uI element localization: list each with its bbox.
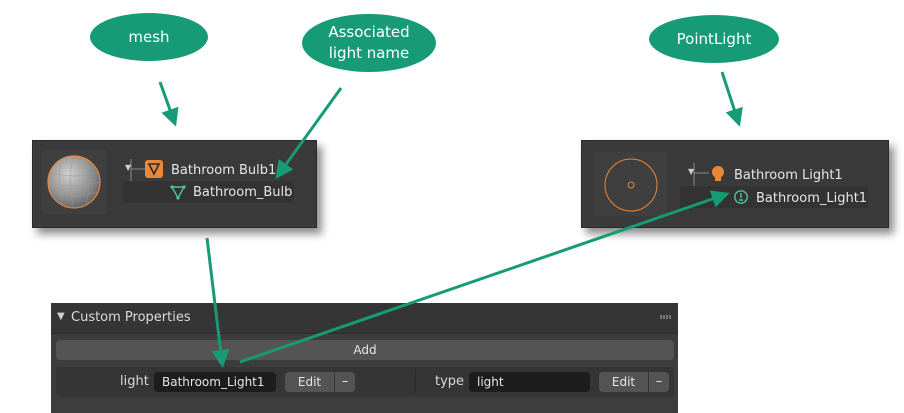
property-label-type: type [435,374,465,389]
light-preview-thumbnail [595,152,667,216]
property-value-light[interactable]: Bathroom_Light1 [154,372,276,392]
edit-type-button[interactable]: Edit [599,372,648,392]
mesh-data-icon [170,185,186,200]
mesh-object-name[interactable]: Bathroom Bulb1 [171,163,277,178]
arrow-mesh-to-property [205,237,230,368]
expand-arrow-icon[interactable]: ▼ [125,163,132,172]
callout-mesh-text: mesh [128,27,170,46]
mesh-preview-thumbnail [42,150,106,214]
arrow-property-to-light [239,190,730,364]
custom-properties-panel: ▼ Custom Properties Add light Bathroom_L… [51,303,678,413]
light-outliner-panel: ▼ Bathroom Light1 Bathroom_Light1 [581,140,889,228]
property-row: light Bathroom_Light1 Edit – type light … [56,367,674,397]
column-divider [415,371,416,393]
callout-associated-text: Associated light name [328,23,410,62]
sphere-icon [47,155,101,209]
light-data-name[interactable]: Bathroom_Light1 [756,191,868,206]
property-value-type[interactable]: light [469,372,590,392]
light-object-name[interactable]: Bathroom Light1 [734,168,843,183]
edit-light-button[interactable]: Edit [285,372,334,392]
collapse-arrow-icon[interactable]: ▼ [57,311,65,322]
drag-grip-icon[interactable] [660,315,672,319]
pointlight-preview-icon [604,158,658,212]
expand-arrow-icon[interactable]: ▼ [688,167,695,176]
add-property-button[interactable]: Add [56,340,674,360]
arrow-associated-light-name [275,87,343,179]
callout-pointlight: PointLight [649,15,779,63]
callout-mesh: mesh [90,13,208,61]
remove-type-button[interactable]: – [649,372,669,392]
light-object-icon [712,166,724,181]
remove-light-button[interactable]: – [335,372,355,392]
mesh-data-row[interactable] [122,181,294,203]
mesh-outliner-panel: ▼ Bathroom Bulb1 Bathroom_Bulb [32,140,317,228]
callout-associated-light-name: Associated light name [302,14,436,72]
arrow-mesh [158,81,179,127]
custom-properties-title: Custom Properties [71,310,191,325]
callout-pointlight-text: PointLight [676,29,752,48]
mesh-data-name[interactable]: Bathroom_Bulb [193,185,293,200]
arrow-pointlight [720,71,743,127]
property-label-light: light [120,374,149,389]
light-data-icon [734,190,748,204]
mesh-object-icon [145,160,163,178]
